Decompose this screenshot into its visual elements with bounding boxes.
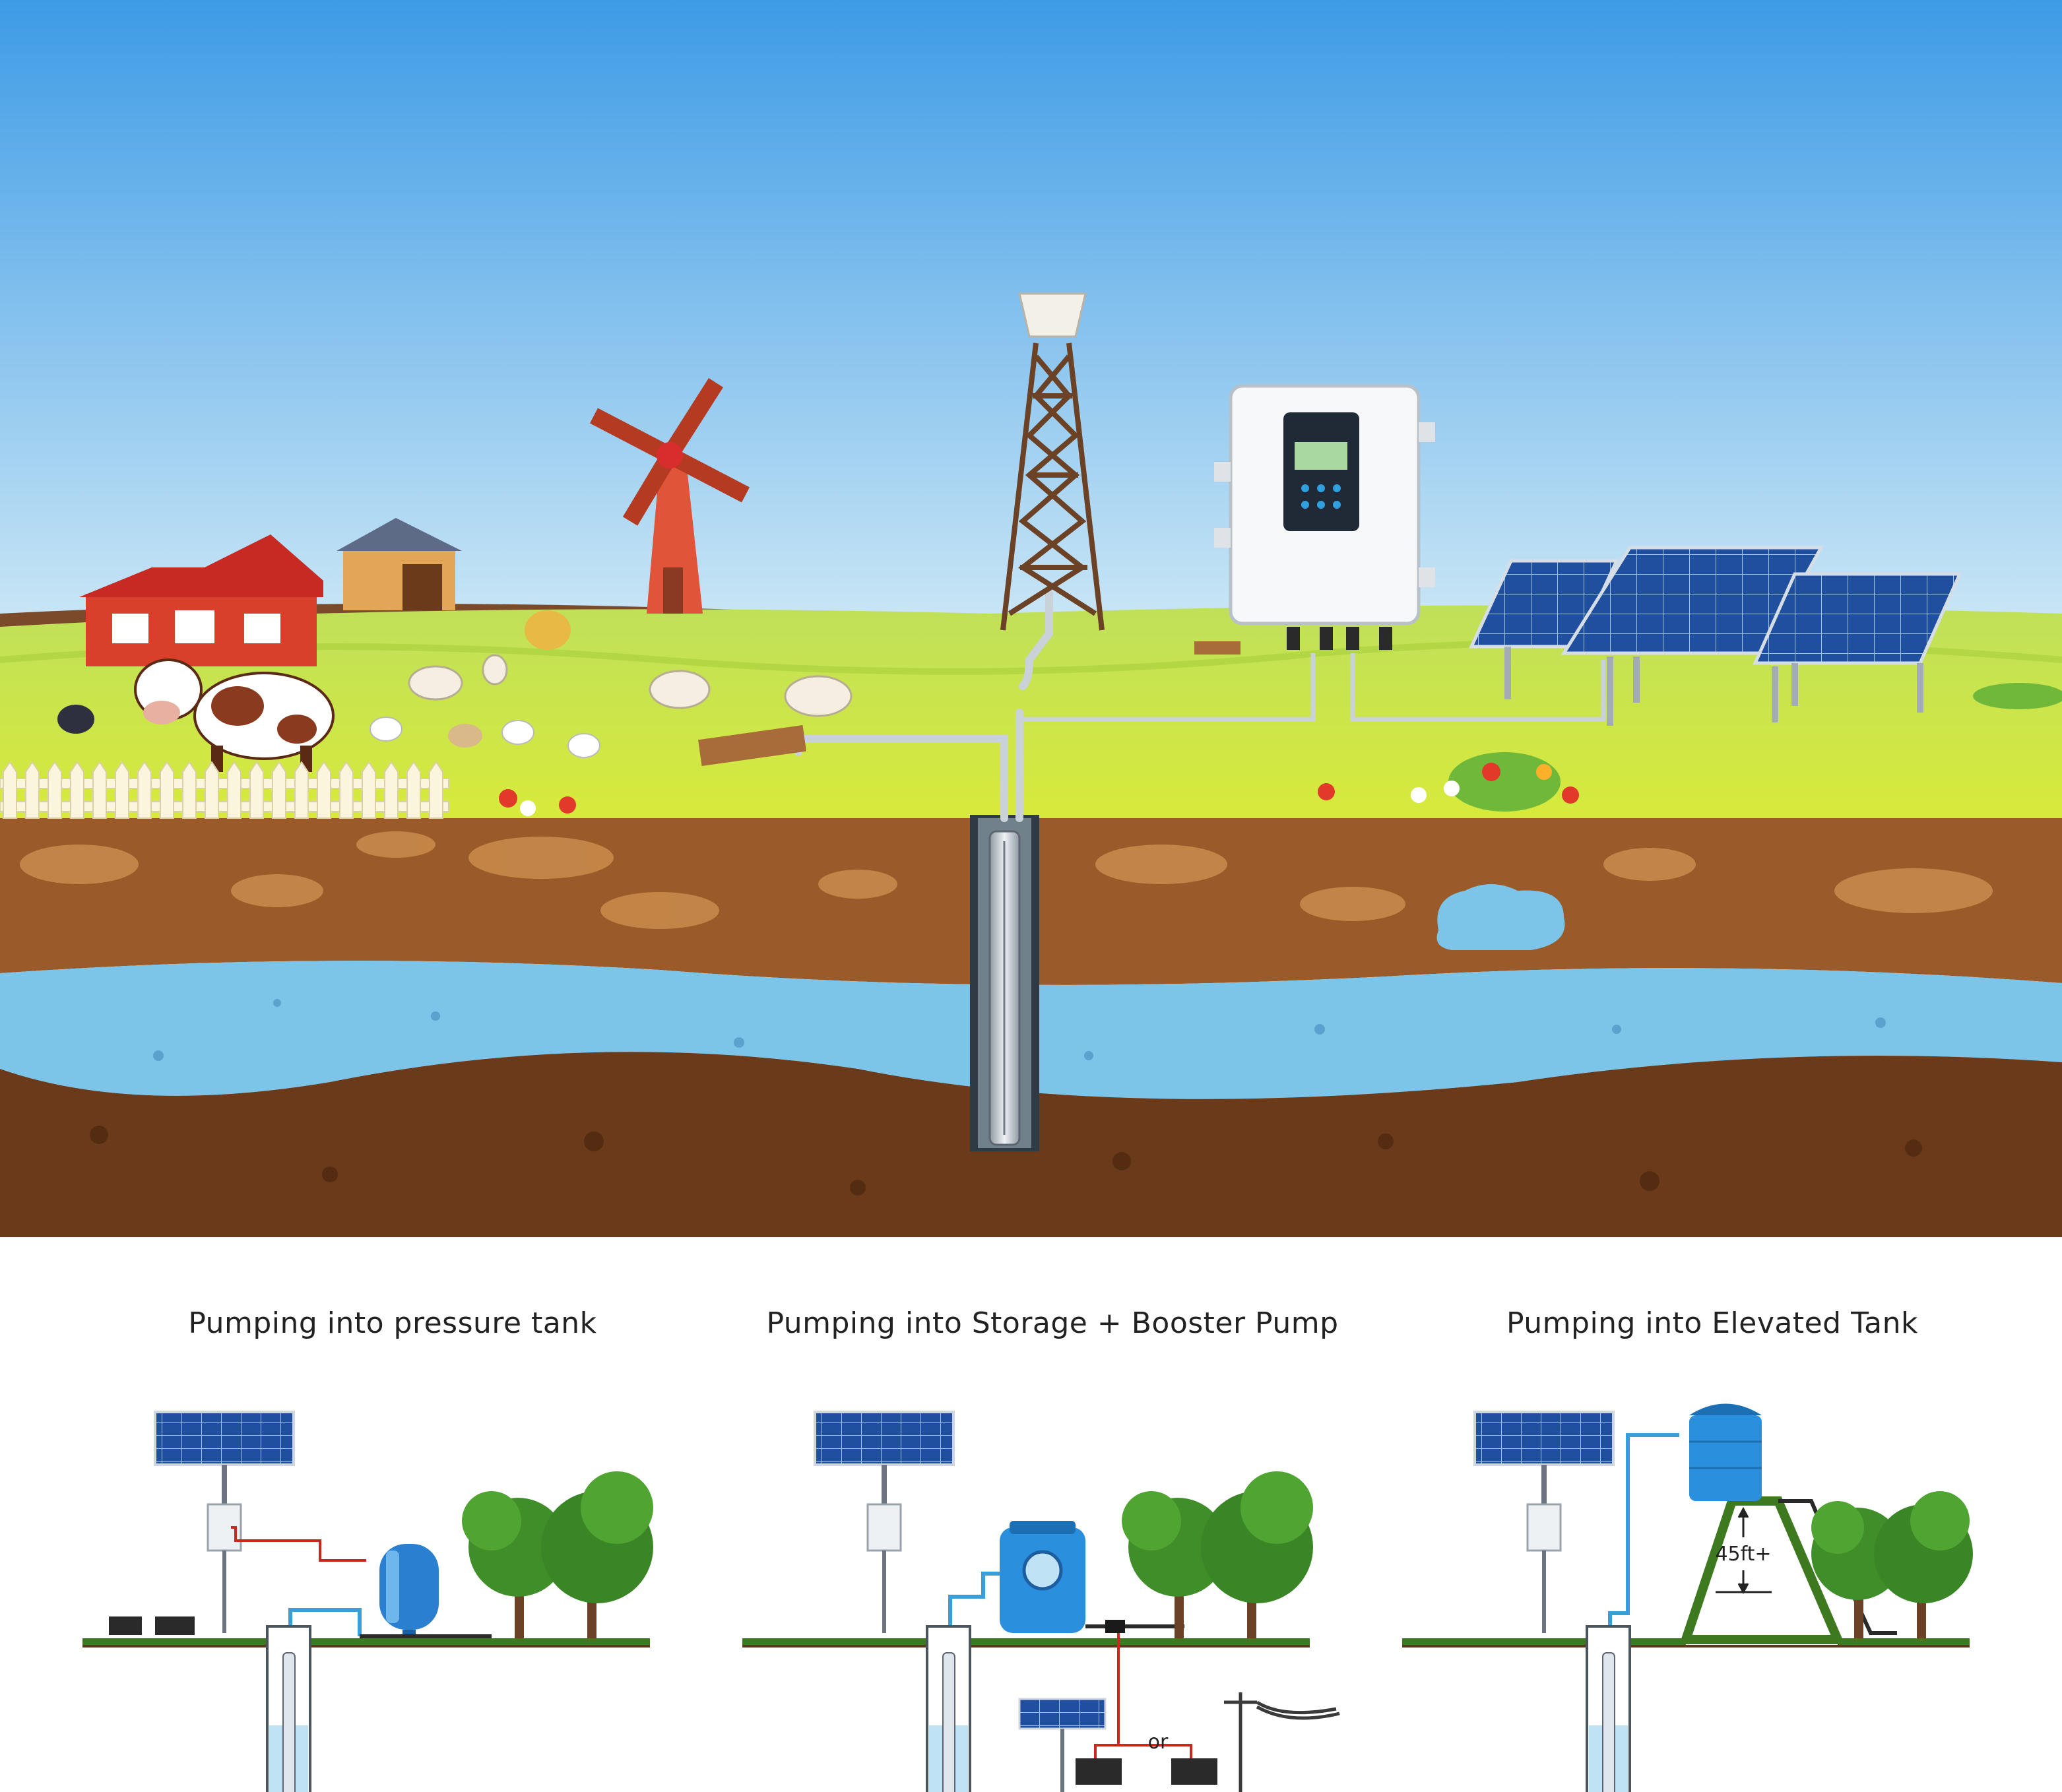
fence-picket [48, 761, 62, 819]
fence-picket [92, 761, 107, 819]
pressure-tank-icon [379, 1544, 439, 1640]
fence-picket [160, 761, 174, 819]
water-pocket [1436, 884, 1565, 950]
fence-picket [272, 761, 286, 819]
fence-picket [137, 761, 152, 819]
panel-title: Pumping into pressure tank [188, 1306, 597, 1340]
red-farmhouse [79, 534, 323, 666]
battery-icon [1076, 1758, 1122, 1785]
height-indicator [1716, 1506, 1772, 1595]
panel-elevated-tank: Pumping into Elevated Tank 45ft+ [1382, 1237, 2042, 1792]
trees-icon [1811, 1491, 1973, 1640]
fence-picket [249, 761, 264, 819]
fence-picket [384, 761, 399, 819]
fence-picket [205, 761, 219, 819]
junction-box [1194, 641, 1240, 655]
borehole [970, 815, 1039, 1151]
height-label: 45ft+ [1715, 1543, 1771, 1566]
panel-title: Pumping into Elevated Tank [1506, 1306, 1918, 1340]
barn [337, 518, 462, 610]
windmill [589, 378, 750, 614]
panel-title: Pumping into Storage + Booster Pump [766, 1306, 1339, 1340]
hay-bale [525, 610, 571, 650]
fence-picket [70, 761, 84, 819]
picket-fence [0, 778, 449, 812]
controller-icon [1526, 1503, 1562, 1552]
fence-picket [115, 761, 129, 819]
flowers [499, 752, 1579, 816]
lattice-tower [1000, 342, 1105, 631]
controller-icon [866, 1503, 902, 1552]
fence-picket [339, 761, 354, 819]
fence-picket [294, 761, 309, 819]
farm-solar-pump-scene [0, 0, 2062, 1237]
fence-picket [362, 761, 376, 819]
power-cables [1023, 653, 1606, 722]
chickens [57, 705, 600, 758]
panel-storage-booster: Pumping into Storage + Booster Pump [723, 1237, 1382, 1792]
fence-picket [429, 761, 443, 819]
battery-icon [1171, 1758, 1217, 1785]
trees-icon [1122, 1471, 1313, 1640]
system-configurations: Pumping into pressure tank [0, 1237, 2062, 1792]
sheep [408, 654, 853, 717]
solar-panels [1469, 546, 1962, 726]
fence-picket [227, 761, 242, 819]
fence-picket [25, 761, 40, 819]
controller-display [1295, 442, 1347, 470]
booster-pump-icon [1105, 1620, 1125, 1633]
trees-icon [462, 1471, 653, 1640]
fence-picket [182, 761, 197, 819]
solar-panel-icon [814, 1411, 955, 1504]
elevated-tank-icon [1689, 1403, 1762, 1501]
well-icon [1586, 1625, 1631, 1792]
tower-sensor [1018, 292, 1087, 338]
well-icon [266, 1625, 311, 1792]
fence-picket [406, 761, 421, 819]
solar-panel-icon [1473, 1411, 1615, 1504]
storage-tank-icon [1000, 1521, 1085, 1633]
panel-pressure-tank: Pumping into pressure tank [63, 1237, 723, 1792]
small-solar-panel-icon [1018, 1698, 1107, 1792]
or-label: or [1148, 1731, 1169, 1754]
solar-panel-icon [154, 1411, 295, 1504]
fence-picket [317, 761, 331, 819]
battery-icon [109, 1616, 195, 1635]
fence-picket [3, 761, 17, 819]
well-icon [926, 1625, 971, 1792]
solar-pump-controller [1214, 384, 1435, 650]
feed-trough [697, 725, 807, 766]
utility-pole-icon [1224, 1692, 1340, 1792]
cow [134, 658, 335, 772]
